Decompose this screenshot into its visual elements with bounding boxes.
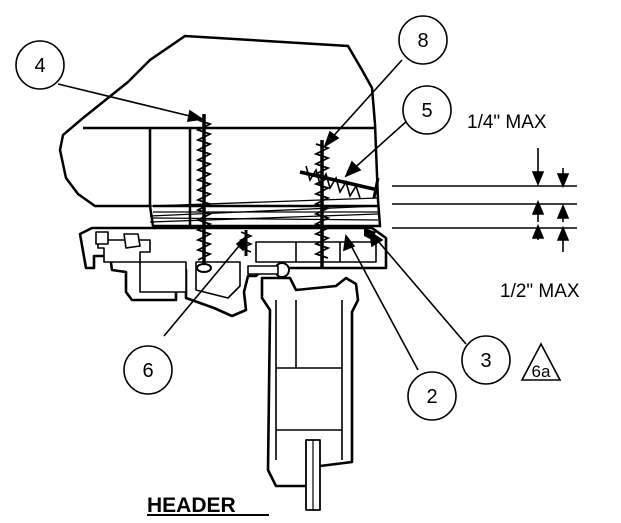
callout-2-label: 2 [426,386,437,408]
screw-5 [299,165,380,199]
callout-3-label: 3 [480,350,491,372]
callout-4: 4 [15,40,65,90]
callout-8: 8 [398,15,448,65]
callout-5: 5 [402,85,452,135]
note-triangle-label: 6a [532,362,551,381]
dimension-half-max: 1/2" MAX [500,281,580,302]
sash-profile [247,262,360,511]
callout-leaders [57,59,467,371]
dimension-lines [392,148,577,252]
screw-4 [195,114,213,273]
screw-8 [313,140,331,268]
callout-8-label: 8 [417,30,428,52]
callout-6-label: 6 [142,360,153,382]
callout-6: 6 [123,345,173,395]
note-triangle-6a: 6a [520,342,562,381]
callout-3: 3 [461,335,511,385]
dimension-quarter-max: 1/4" MAX [467,112,547,133]
drawing-title: HEADER [147,494,236,517]
callout-5-label: 5 [421,100,432,122]
wood-header-block [58,34,382,228]
callout-4-label: 4 [34,55,45,77]
shim [149,197,379,223]
callout-2: 2 [407,371,457,421]
